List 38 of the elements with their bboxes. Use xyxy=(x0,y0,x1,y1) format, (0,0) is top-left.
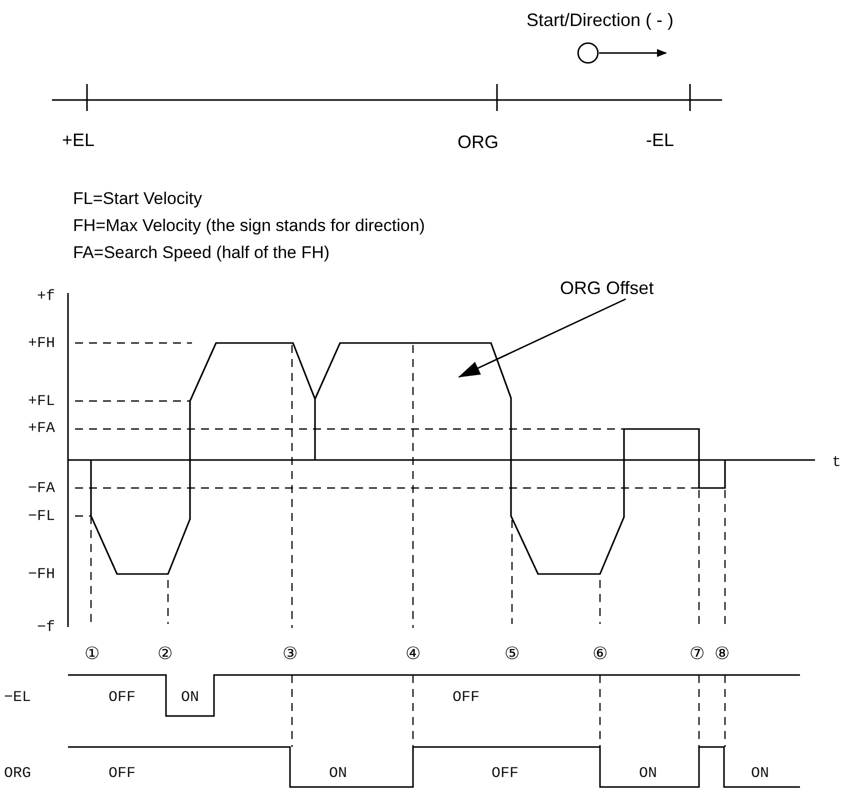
circle-marker xyxy=(577,42,599,64)
position-label: -EL xyxy=(646,130,674,150)
axis-label: −FA xyxy=(28,480,56,496)
axis-label: +FL xyxy=(28,392,56,410)
axis-label: t xyxy=(832,454,842,470)
callout-number: ② xyxy=(158,644,173,664)
axis-label: OFF xyxy=(108,764,136,782)
callout-number: ⑤ xyxy=(504,644,520,664)
axis-label: −EL xyxy=(4,688,32,706)
axis-label: OFF xyxy=(492,764,519,782)
axis-label: +f xyxy=(37,288,56,304)
axis-label: ON xyxy=(751,764,770,782)
axis-label: ON xyxy=(181,688,200,706)
callout-number: ① xyxy=(84,644,100,664)
definition-note: FH=Max Velocity (the sign stands for direction) xyxy=(73,216,425,236)
definition-note: FA=Search Speed (half of the FH) xyxy=(73,243,330,263)
position-label: ORG xyxy=(458,132,499,152)
axis-label: OFF xyxy=(452,688,480,706)
callout-number: ③ xyxy=(282,644,298,664)
axis-label: ON xyxy=(639,764,658,782)
position-label: +EL xyxy=(62,130,95,150)
arrow xyxy=(599,49,667,57)
axis-label: ORG xyxy=(4,764,32,782)
axis-label: −FH xyxy=(28,566,56,582)
callout-number: ⑧ xyxy=(714,644,730,664)
axis-label: ON xyxy=(329,764,348,782)
leader-arrow xyxy=(458,298,626,378)
axis-label: −FL xyxy=(28,508,56,524)
callout-number: ⑥ xyxy=(592,644,608,664)
callout-number: ⑦ xyxy=(690,644,705,664)
axis-label: OFF xyxy=(108,688,136,706)
callout-text: ORG Offset xyxy=(560,278,654,299)
axis-label: +FH xyxy=(28,334,56,352)
definition-note: FL=Start Velocity xyxy=(73,189,202,209)
position-label: Start/Direction ( - ) xyxy=(526,10,674,30)
callout-number: ④ xyxy=(406,644,421,664)
axis-label: +FA xyxy=(28,420,56,436)
axis-label: −f xyxy=(37,618,56,636)
